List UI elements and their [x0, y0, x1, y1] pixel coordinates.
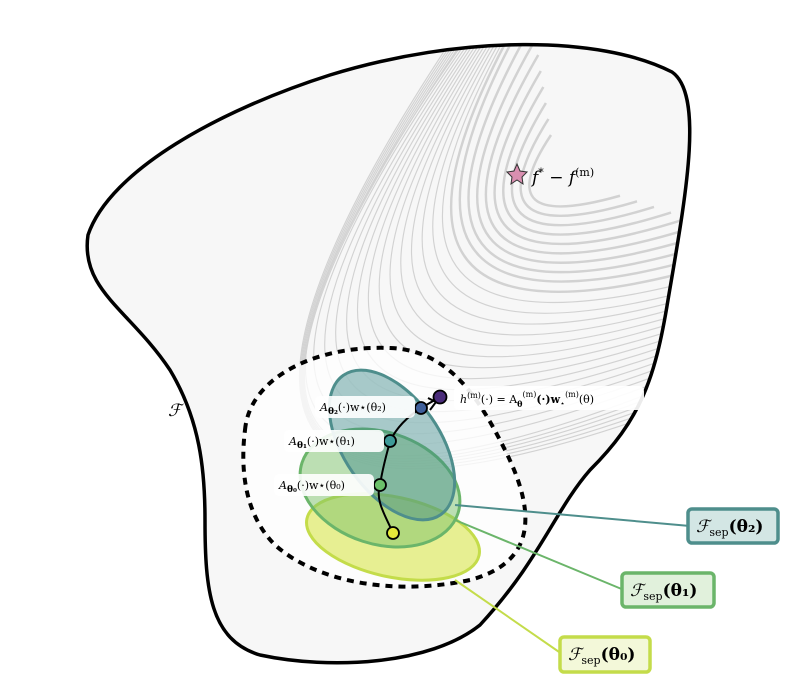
- contour-line: [378, 44, 690, 369]
- contour-line: [528, 134, 621, 208]
- point-theta1[interactable]: [373, 478, 387, 492]
- label-theta1: Aθ₁(·)w⋆(θ₁): [288, 435, 355, 451]
- label-theta2: Aθ₂(·)w⋆(θ₂): [319, 401, 386, 417]
- contour-line: [484, 54, 690, 255]
- point-theta2[interactable]: [383, 434, 397, 448]
- contour-line: [493, 70, 689, 246]
- contour-line: [442, 44, 690, 303]
- fsep-theta0-callout: ℱsep(θ₀): [558, 635, 652, 674]
- callout-line-theta2: [454, 504, 691, 527]
- point-h-m[interactable]: [432, 389, 448, 405]
- contour-line: [389, 44, 690, 358]
- function-space-outline: [85, 42, 692, 665]
- contour-line: [475, 44, 690, 264]
- contour-line: [432, 44, 690, 314]
- function-space-label: ℱ: [168, 401, 185, 421]
- optimum-star-icon: [505, 162, 529, 186]
- callout-line-theta1: [454, 519, 625, 591]
- svg-text:ℱsep(θ₂): ℱsep(θ₂): [696, 517, 763, 539]
- contour-line: [502, 86, 672, 236]
- fsep-theta2-callout: ℱsep(θ₂): [686, 507, 780, 545]
- label-h-m: h(m)(·) = Aθ(m)(·)w⋆(m)(θ): [460, 390, 594, 409]
- callout-line-theta0: [454, 579, 563, 655]
- svg-text:ℱsep(θ₁): ℱsep(θ₁): [630, 581, 697, 603]
- optimum-label: f* − f(m): [530, 166, 594, 188]
- contour-line: [411, 44, 690, 336]
- contour-line: [519, 118, 638, 218]
- contour-line: [449, 44, 690, 294]
- fsep-theta1-callout: ℱsep(θ₁): [620, 571, 716, 609]
- point-path-mid[interactable]: [414, 401, 428, 415]
- contour-line: [421, 44, 690, 325]
- contour-line: [458, 44, 690, 283]
- contour-line: [467, 44, 690, 274]
- contour-line: [400, 44, 690, 347]
- svg-text:ℱsep(θ₀): ℱsep(θ₀): [568, 645, 635, 667]
- contour-line: [510, 102, 655, 227]
- point-theta0[interactable]: [386, 526, 400, 540]
- label-theta0: Aθ₀(·)w⋆(θ₀): [278, 479, 345, 495]
